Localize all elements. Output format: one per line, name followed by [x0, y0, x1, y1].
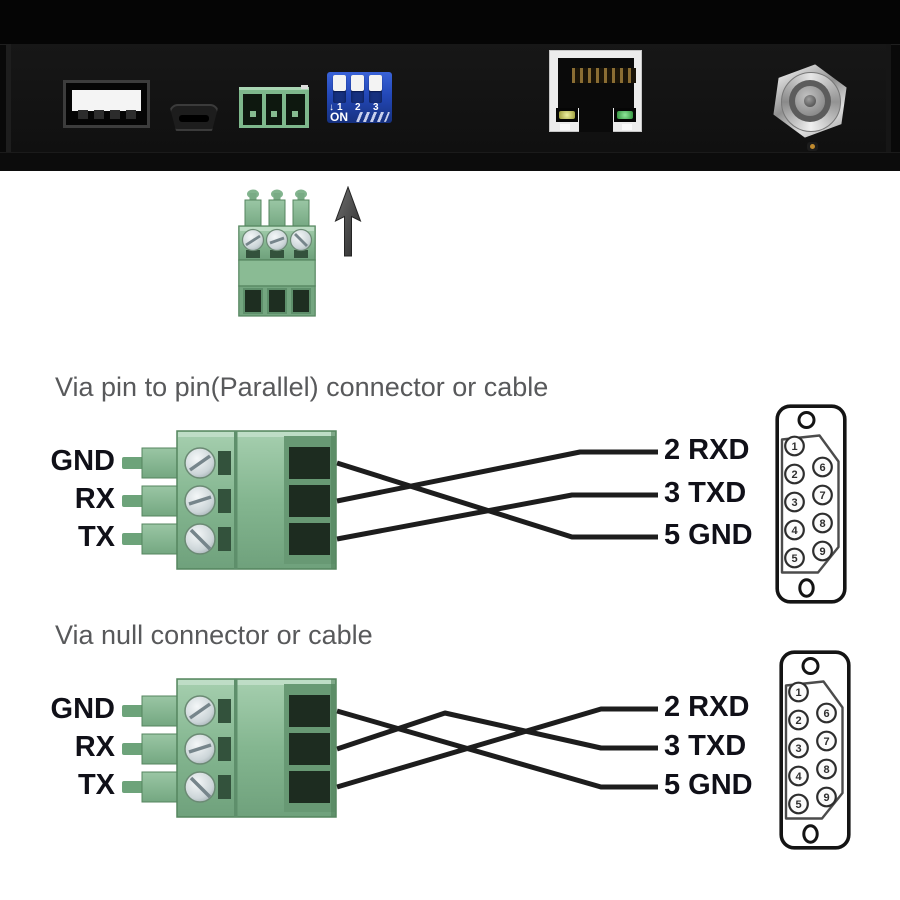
usb-contact [94, 110, 104, 119]
svg-text:5: 5 [791, 553, 797, 565]
socket-mark [301, 85, 308, 89]
diagram2-pin-tx: TX [77, 769, 115, 802]
diagram2-pin-gnd: GND [50, 693, 115, 726]
device-right-edge [886, 44, 891, 156]
socket-pin [250, 111, 256, 117]
dip-arrow: ↓ [329, 102, 334, 113]
diagram2-pin-rx: RX [74, 731, 115, 764]
svg-text:7: 7 [823, 736, 829, 748]
svg-text:4: 4 [791, 525, 798, 537]
diagram2-db9-connector: 1 2 3 4 5 6 7 8 9 [779, 650, 851, 850]
socket-pin [292, 111, 298, 117]
svg-text:8: 8 [823, 764, 829, 776]
device-top-surface [0, 0, 900, 45]
svg-text:8: 8 [819, 518, 825, 530]
device-left-edge [6, 44, 11, 156]
rj45-ethernet-port [549, 50, 642, 132]
insert-direction-arrow [334, 186, 362, 257]
socket-cavity [243, 94, 305, 125]
svg-text:1: 1 [791, 441, 797, 453]
diagram2-db9-pin-3txd: 3 TXD [664, 730, 747, 763]
usb-a-tongue [72, 90, 141, 111]
dip-switch-1[interactable] [333, 75, 346, 91]
ethernet-led-right [614, 108, 636, 122]
diagram2-db9-pin-2rxd: 2 RXD [664, 691, 750, 724]
svg-text:7: 7 [819, 490, 825, 502]
svg-text:3: 3 [791, 497, 797, 509]
svg-text:6: 6 [819, 462, 825, 474]
rj45-latch-slot [579, 93, 613, 132]
device-bottom-lip [0, 152, 900, 171]
wire-tx-to-3txd [336, 492, 658, 542]
diagram1-pin-tx: TX [77, 521, 115, 554]
terminal-block-socket [239, 85, 309, 128]
rj45-notch [560, 124, 570, 130]
diagram2-db9-pin-5gnd: 5 GND [664, 769, 753, 802]
socket-pin [271, 111, 277, 117]
db9-pins: 1 2 3 4 5 6 7 8 9 [788, 681, 837, 815]
diagram1-db9-pin-3txd: 3 TXD [664, 477, 747, 510]
dip-number-3: 3 [373, 102, 379, 113]
power-led [807, 142, 818, 151]
diagram1-pin-gnd: GND [50, 445, 115, 478]
svg-text:6: 6 [823, 708, 829, 720]
wire-tx-to-2rxd-null [336, 706, 658, 790]
wire-gnd-to-5gnd-null [336, 708, 658, 790]
dip-switch-3[interactable] [369, 75, 382, 91]
svg-text:9: 9 [819, 546, 825, 558]
dip-switch: ↓ 1 2 3 ON [327, 72, 392, 123]
socket-divider [262, 94, 266, 125]
micro-usb-slot [179, 115, 209, 122]
svg-text:2: 2 [795, 715, 801, 727]
usb-contact [78, 110, 88, 119]
svg-text:9: 9 [823, 792, 829, 804]
diagram1-db9-pin-2rxd: 2 RXD [664, 434, 750, 467]
diagram1-db9-pin-5gnd: 5 GND [664, 519, 753, 552]
device-faceplate [10, 44, 890, 152]
wire-rx-to-2rxd [336, 449, 658, 504]
svg-text:4: 4 [795, 771, 802, 783]
diagram1-pin-rx: RX [74, 483, 115, 516]
diagram1-title: Via pin to pin(Parallel) connector or ca… [55, 372, 549, 402]
dip-switch-2[interactable] [351, 75, 364, 91]
ethernet-led-left [556, 108, 578, 122]
db9-pins: 1 2 3 4 5 6 7 8 9 [784, 435, 833, 569]
rj45-notch [622, 124, 632, 130]
svg-text:5: 5 [795, 799, 801, 811]
usb-contact [110, 110, 120, 119]
wire-rx-to-3txd-null [336, 710, 658, 752]
diagram1-db9-connector: 1 2 3 4 5 6 7 8 9 [775, 404, 847, 604]
socket-divider [282, 94, 286, 125]
dip-number-1: 1 [337, 102, 343, 113]
usb-a-port [63, 80, 150, 128]
device-front-panel: ↓ 1 2 3 ON [0, 0, 900, 171]
power-jack-pin [804, 95, 816, 107]
diagram2-terminal-block [122, 678, 337, 818]
diagram2-title: Via null connector or cable [55, 620, 373, 650]
wire-gnd-to-5gnd [336, 460, 658, 540]
svg-text:2: 2 [791, 469, 797, 481]
diagram1-terminal-block [122, 430, 337, 570]
svg-text:1: 1 [795, 687, 801, 699]
usb-contact [126, 110, 136, 119]
dip-on-label: ON [330, 110, 348, 124]
rj45-gold-pins [572, 68, 636, 83]
svg-text:3: 3 [795, 743, 801, 755]
dip-number-2: 2 [355, 102, 361, 113]
